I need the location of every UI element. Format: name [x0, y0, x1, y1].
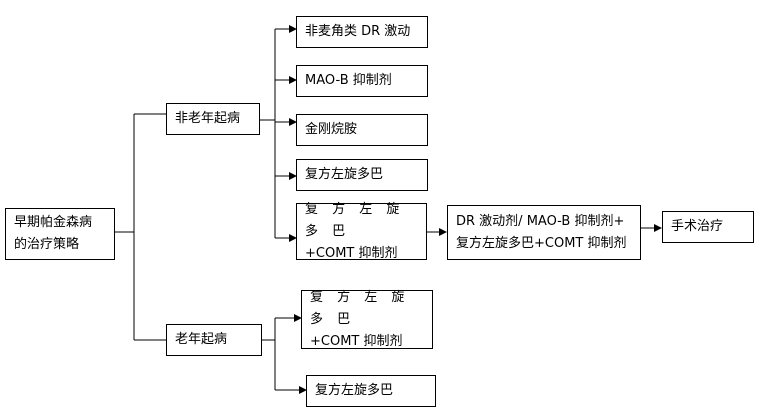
- root-box: 早期帕金森病 的治疗策略: [5, 208, 115, 260]
- branch-young-label: 非老年起病: [175, 111, 241, 126]
- option-maob: MAO-B 抑制剂: [296, 65, 428, 97]
- surgery-box: 手术治疗: [662, 211, 754, 243]
- option-maob-label: MAO-B 抑制剂: [305, 73, 392, 88]
- option-amantadine-label: 金刚烷胺: [305, 122, 358, 137]
- escalation-box: DR 激动剂/ MAO-B 抑制剂+ 复方左旋多巴+COMT 抑制剂: [447, 205, 641, 260]
- escalation-line2: 复方左旋多巴+COMT 抑制剂: [456, 235, 627, 251]
- branch-old-box: 老年起病: [166, 324, 262, 356]
- branch-young-box: 非老年起病: [166, 103, 260, 135]
- branch-old-label: 老年起病: [175, 332, 228, 347]
- option-amantadine: 金刚烷胺: [296, 114, 428, 146]
- old-option-levodopa: 复方左旋多巴: [306, 375, 436, 407]
- old-option-levodopa-comt: 复 方 左 旋 多 巴 +COMT 抑制剂: [301, 290, 433, 349]
- option-levodopa-comt: 复 方 左 旋 多 巴 +COMT 抑制剂: [296, 202, 427, 261]
- escalation-line1: DR 激动剂/ MAO-B 抑制剂+: [456, 213, 625, 229]
- option-levodopa-comt-line1: 复 方 左 旋 多 巴: [305, 201, 405, 239]
- old-option-levodopa-label: 复方左旋多巴: [315, 383, 394, 398]
- old-option-levodopa-comt-line2: +COMT 抑制剂: [310, 333, 403, 349]
- root-line2: 的治疗策略: [14, 237, 80, 252]
- option-dr-agonist-label: 非麦角类 DR 激动: [305, 24, 411, 39]
- old-option-levodopa-comt-line1: 复 方 左 旋 多 巴: [310, 289, 410, 327]
- option-levodopa-label: 复方左旋多巴: [305, 167, 384, 182]
- surgery-label: 手术治疗: [671, 219, 724, 234]
- option-levodopa-comt-line2: +COMT 抑制剂: [305, 245, 398, 261]
- option-levodopa: 复方左旋多巴: [296, 159, 428, 191]
- option-dr-agonist: 非麦角类 DR 激动: [296, 16, 428, 48]
- root-line1: 早期帕金森病: [14, 215, 93, 230]
